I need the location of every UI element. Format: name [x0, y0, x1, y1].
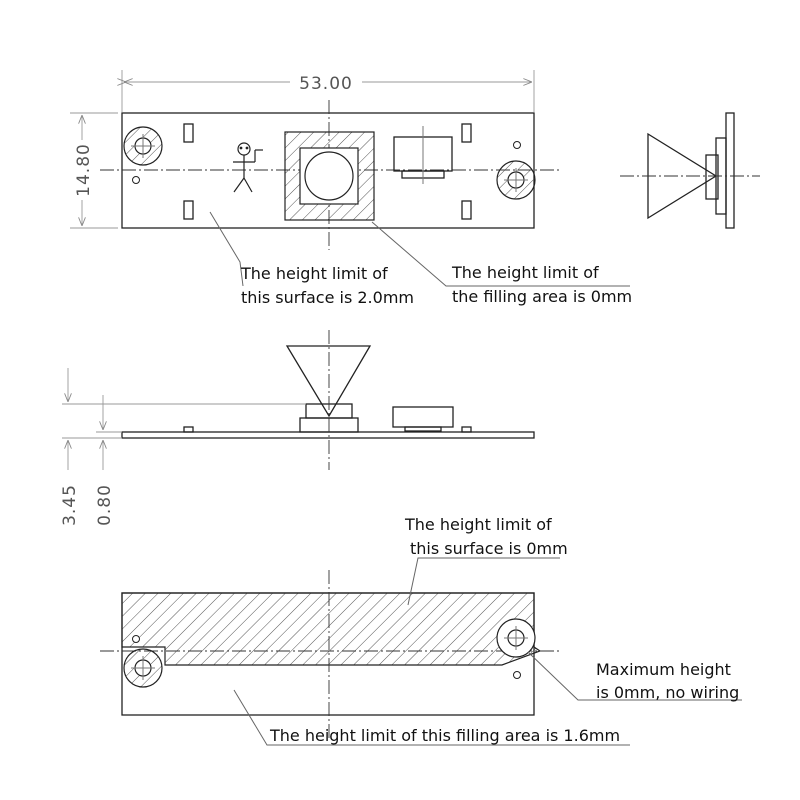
width-dimension: 53.00 [122, 70, 535, 112]
mounting-hole-right [496, 141, 536, 200]
bottom-view [100, 570, 560, 740]
bottom-surface-limit-line1: The height limit of [404, 515, 552, 534]
pad [461, 123, 472, 143]
orientation-figure-icon [233, 142, 263, 193]
board-profile [121, 431, 535, 439]
bottom-hatched-surface [121, 592, 542, 666]
filling-area-limit-line2: the filling area is 0mm [452, 287, 632, 306]
max-height-line2: is 0mm, no wiring [596, 683, 739, 702]
bottom-filling-limit: The height limit of this filling area is… [269, 726, 620, 745]
connector-top [393, 126, 453, 184]
total-height-label: 3.45 [60, 484, 80, 526]
board-thickness-label: 0.80 [95, 484, 115, 526]
max-height-line1: Maximum height [596, 660, 731, 679]
bottom-mounting-hole-left [123, 635, 163, 688]
top-surface-limit-line1: The height limit of [240, 264, 388, 283]
height-dimension-label: 14.80 [74, 143, 94, 197]
camera-filling-area [284, 131, 375, 221]
camera-cone [285, 345, 372, 418]
filling-area-limit-line1: The height limit of [451, 263, 599, 282]
bottom-mounting-hole-right [496, 618, 536, 679]
board-thickness-dimension: 0.80 [95, 395, 122, 526]
pad [183, 200, 194, 220]
leader-lines [209, 211, 742, 746]
top-view: 53.00 14.80 [70, 70, 560, 250]
top-surface-limit-line2: this surface is 2.0mm [241, 288, 414, 307]
height-dimension: 14.80 [70, 112, 118, 229]
pad [461, 200, 472, 220]
bottom-surface-limit-line2: this surface is 0mm [410, 539, 568, 558]
side-view-right [620, 112, 760, 229]
mounting-hole-left [123, 126, 163, 184]
pad [183, 123, 194, 143]
front-view: 3.45 0.80 [60, 330, 535, 526]
board-outline-top [121, 112, 535, 229]
width-dimension-label: 53.00 [299, 74, 353, 94]
